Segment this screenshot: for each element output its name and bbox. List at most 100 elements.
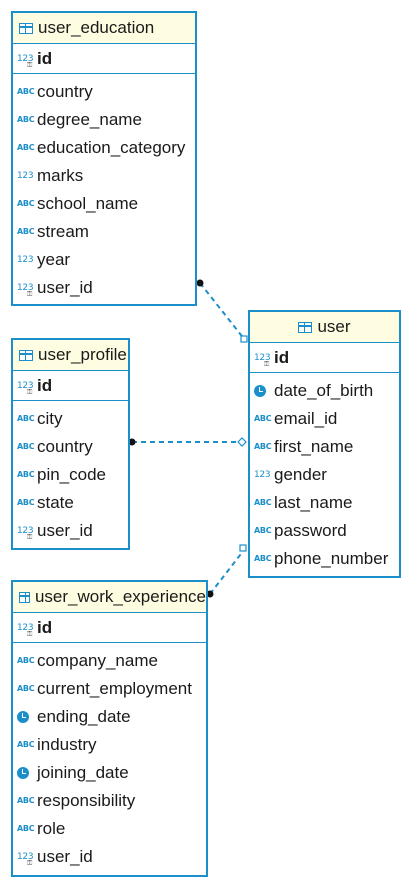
- string-type-icon: ABC: [17, 143, 35, 152]
- primary-key-row[interactable]: 123⚿ id: [250, 343, 399, 373]
- primary-key-row[interactable]: 123⚿ id: [13, 371, 128, 401]
- number-key-icon: 123⚿: [17, 380, 34, 396]
- column-row[interactable]: joining_date: [13, 759, 206, 787]
- number-key-icon: 123⚿: [17, 53, 34, 69]
- clock-icon: [17, 767, 29, 779]
- column-row[interactable]: ending_date: [13, 703, 206, 731]
- fk-end-education: [196, 279, 204, 287]
- primary-key-row[interactable]: 123⚿ id: [13, 44, 195, 74]
- number-key-icon: 123⚿: [17, 622, 34, 638]
- column-name: id: [274, 347, 290, 367]
- string-type-icon: ABC: [17, 824, 35, 833]
- primary-key-row[interactable]: 123⚿ id: [13, 613, 206, 643]
- column-row[interactable]: 123⚿user_id: [13, 843, 206, 871]
- column-name: id: [37, 48, 53, 68]
- column-name: password: [274, 521, 347, 540]
- table-header[interactable]: user_work_experience: [13, 582, 206, 613]
- link-work-user: [209, 549, 245, 595]
- foreign-key-number-icon: 123⚿: [17, 526, 34, 542]
- string-type-icon: ABC: [17, 87, 35, 96]
- table-name: user_education: [38, 18, 155, 37]
- column-row[interactable]: 123⚿user_id: [13, 517, 128, 545]
- foreign-key-number-icon: 123⚿: [17, 283, 34, 299]
- column-name: pin_code: [37, 465, 107, 484]
- column-name: joining_date: [37, 763, 129, 782]
- column-row[interactable]: 123⚿user_id: [13, 274, 195, 302]
- column-name: company_name: [37, 651, 158, 670]
- pk-end-profile: [237, 437, 247, 447]
- clock-icon: [17, 711, 29, 723]
- column-name: state: [37, 493, 74, 512]
- column-name: last_name: [274, 493, 353, 512]
- table-name: user: [317, 317, 351, 336]
- fk-end-work: [206, 590, 214, 598]
- column-name: current_employment: [37, 679, 192, 698]
- string-type-icon: ABC: [17, 796, 35, 805]
- table-icon: [19, 591, 30, 603]
- number-key-icon: 123⚿: [254, 352, 271, 368]
- number-type-icon: 123: [17, 255, 34, 265]
- column-name: id: [37, 617, 53, 637]
- table-icon: [19, 349, 33, 361]
- table-header[interactable]: user: [250, 312, 399, 343]
- string-type-icon: ABC: [17, 199, 35, 208]
- table-name: user_work_experience: [34, 587, 206, 606]
- column-name: education_category: [37, 138, 186, 157]
- column-name: role: [37, 819, 66, 838]
- table-icon: [19, 22, 33, 34]
- clock-icon: [254, 385, 266, 397]
- column-name: gender: [274, 465, 327, 484]
- table-header[interactable]: user_education: [13, 13, 195, 44]
- column-name: degree_name: [37, 110, 142, 129]
- column-name: id: [37, 375, 53, 395]
- table-name: user_profile: [38, 345, 127, 364]
- column-name: stream: [37, 222, 89, 241]
- column-name: country: [37, 437, 93, 456]
- string-type-icon: ABC: [17, 656, 35, 665]
- column-name: industry: [37, 735, 97, 754]
- column-name: email_id: [274, 409, 338, 428]
- pk-end-education: [240, 335, 248, 343]
- number-type-icon: 123: [17, 171, 34, 181]
- string-type-icon: ABC: [17, 470, 35, 479]
- string-type-icon: ABC: [254, 442, 272, 451]
- column-name: responsibility: [37, 791, 136, 810]
- string-type-icon: ABC: [254, 498, 272, 507]
- column-name: country: [37, 82, 93, 101]
- table-header[interactable]: user_profile: [13, 340, 128, 371]
- column-row[interactable]: date_of_birth: [250, 377, 399, 405]
- string-type-icon: ABC: [254, 526, 272, 535]
- column-name: user_id: [37, 521, 93, 540]
- string-type-icon: ABC: [254, 554, 272, 563]
- column-name: marks: [37, 166, 84, 185]
- string-type-icon: ABC: [17, 442, 35, 451]
- string-type-icon: ABC: [17, 740, 35, 749]
